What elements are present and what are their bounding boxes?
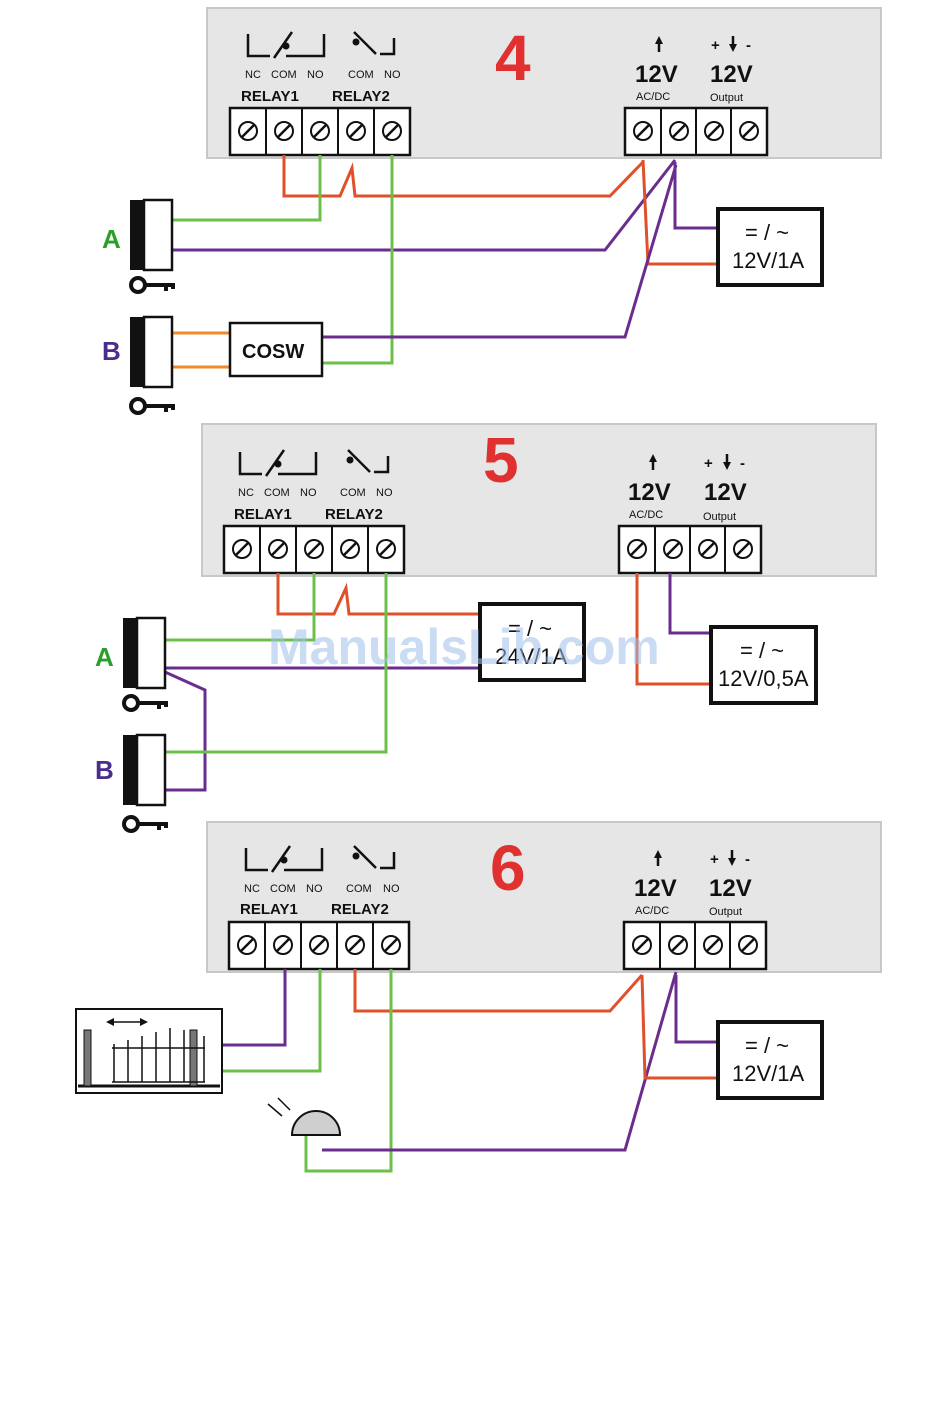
svg-text:Output: Output [709, 906, 742, 918]
reader-a [130, 200, 172, 270]
svg-text:COM: COM [264, 487, 290, 499]
svg-text:-: - [745, 851, 750, 868]
svg-text:NO: NO [376, 487, 393, 499]
svg-text:12V: 12V [709, 875, 752, 902]
diagram-4: NC COM NO COM NO RELAY1 RELAY2 4 + - 12V… [102, 8, 881, 413]
svg-text:Output: Output [703, 511, 736, 523]
label-12v-input: 12V [635, 61, 678, 88]
diagram-number: 6 [490, 832, 526, 904]
svg-text:12V/1A: 12V/1A [732, 1061, 804, 1086]
svg-text:AC/DC: AC/DC [629, 509, 663, 521]
svg-text:COM: COM [346, 883, 372, 895]
svg-text:-: - [740, 455, 745, 472]
svg-text:12V/1A: 12V/1A [732, 248, 804, 273]
watermark: ManualsLib.com [268, 619, 660, 675]
label-no: NO [307, 69, 324, 81]
label-output: Output [710, 92, 743, 104]
device-b-label: B [95, 755, 114, 785]
diagram-6: NC COM NO COM NO RELAY1 RELAY2 6 + - 12V… [76, 822, 881, 1171]
svg-text:= / ~: = / ~ [745, 220, 789, 245]
svg-text:COSW: COSW [242, 341, 304, 363]
svg-text:RELAY2: RELAY2 [325, 506, 383, 523]
reader-b [123, 735, 165, 805]
label-no: NO [384, 69, 401, 81]
minus-label: - [746, 37, 751, 54]
label-nc: NC [245, 69, 261, 81]
svg-text:= / ~: = / ~ [745, 1033, 789, 1058]
svg-text:= / ~: = / ~ [740, 638, 784, 663]
svg-text:12V/0,5A: 12V/0,5A [718, 666, 809, 691]
svg-text:RELAY1: RELAY1 [234, 506, 292, 523]
svg-text:+: + [704, 455, 713, 472]
label-relay1: RELAY1 [241, 88, 299, 105]
svg-text:+: + [710, 851, 719, 868]
diagram-number: 4 [495, 22, 531, 94]
device-a-label: A [102, 224, 121, 254]
svg-text:NO: NO [306, 883, 323, 895]
label-acdc: AC/DC [636, 91, 670, 103]
label-relay2: RELAY2 [332, 88, 390, 105]
svg-text:12V: 12V [634, 875, 677, 902]
label-12v-output: 12V [710, 61, 753, 88]
svg-text:NC: NC [244, 883, 260, 895]
svg-text:NO: NO [300, 487, 317, 499]
svg-text:12V: 12V [628, 479, 671, 506]
reader-a [123, 618, 165, 688]
svg-text:12V: 12V [704, 479, 747, 506]
svg-text:AC/DC: AC/DC [635, 905, 669, 917]
device-a-label: A [95, 642, 114, 672]
svg-text:COM: COM [340, 487, 366, 499]
diagram-5: NC COM NO COM NO RELAY1 RELAY2 5 + - 12V… [95, 424, 876, 831]
svg-text:NO: NO [383, 883, 400, 895]
plus-label: + [711, 37, 720, 54]
label-com: COM [348, 69, 374, 81]
svg-text:RELAY1: RELAY1 [240, 901, 298, 918]
warning-lamp-icon [268, 1098, 340, 1135]
svg-text:NC: NC [238, 487, 254, 499]
diagram-number: 5 [483, 424, 519, 496]
svg-text:COM: COM [270, 883, 296, 895]
svg-text:RELAY2: RELAY2 [331, 901, 389, 918]
key-icon [131, 278, 175, 292]
device-b-label: B [102, 336, 121, 366]
gate-icon [76, 1009, 222, 1093]
key-icon [124, 696, 168, 710]
key-icon [124, 817, 168, 831]
reader-b [130, 317, 172, 387]
key-icon [131, 399, 175, 413]
label-com: COM [271, 69, 297, 81]
